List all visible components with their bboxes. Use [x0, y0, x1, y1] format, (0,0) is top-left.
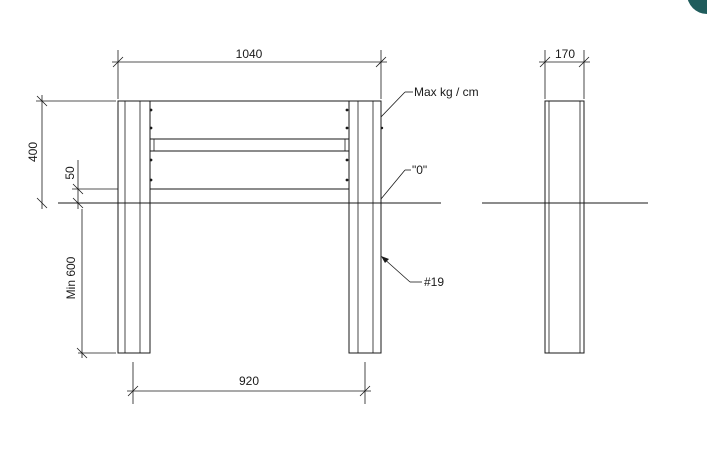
left-post [117, 100, 151, 354]
callout-label-ground-level: "0" [412, 163, 427, 177]
dimension-panel-height: 400 [26, 95, 116, 209]
callout-post-size: #19 [381, 256, 444, 289]
dimension-embedment: Min 600 [64, 209, 116, 359]
dim-label-post-depth: 170 [555, 47, 575, 61]
dimension-clear-span: 920 [127, 362, 371, 404]
middle-rail [150, 138, 349, 152]
corner-badge [687, 0, 707, 14]
callout-max-load: Max kg / cm [380, 85, 479, 118]
dimension-overall-width: 1040 [112, 47, 387, 99]
dim-label-clear-span: 920 [239, 374, 259, 388]
left-bolt-dots [149, 108, 153, 182]
callout-label-post-size: #19 [424, 275, 444, 289]
dim-label-overall-width: 1040 [236, 47, 263, 61]
side-post [544, 100, 585, 354]
right-post [348, 100, 382, 354]
callout-ground-level: "0" [380, 163, 427, 200]
callout-label-max-load: Max kg / cm [414, 85, 479, 99]
dimension-post-depth: 170 [539, 47, 590, 99]
dim-label-gap-height: 50 [63, 166, 77, 180]
dimension-gap-height: 50 [63, 160, 84, 209]
dim-label-embedment: Min 600 [64, 256, 78, 299]
side-elevation: 170 [482, 47, 648, 354]
right-bolt-dots [345, 108, 384, 182]
front-elevation: 1040 400 50 Min 600 [26, 47, 479, 404]
dim-label-panel-height: 400 [26, 142, 40, 162]
